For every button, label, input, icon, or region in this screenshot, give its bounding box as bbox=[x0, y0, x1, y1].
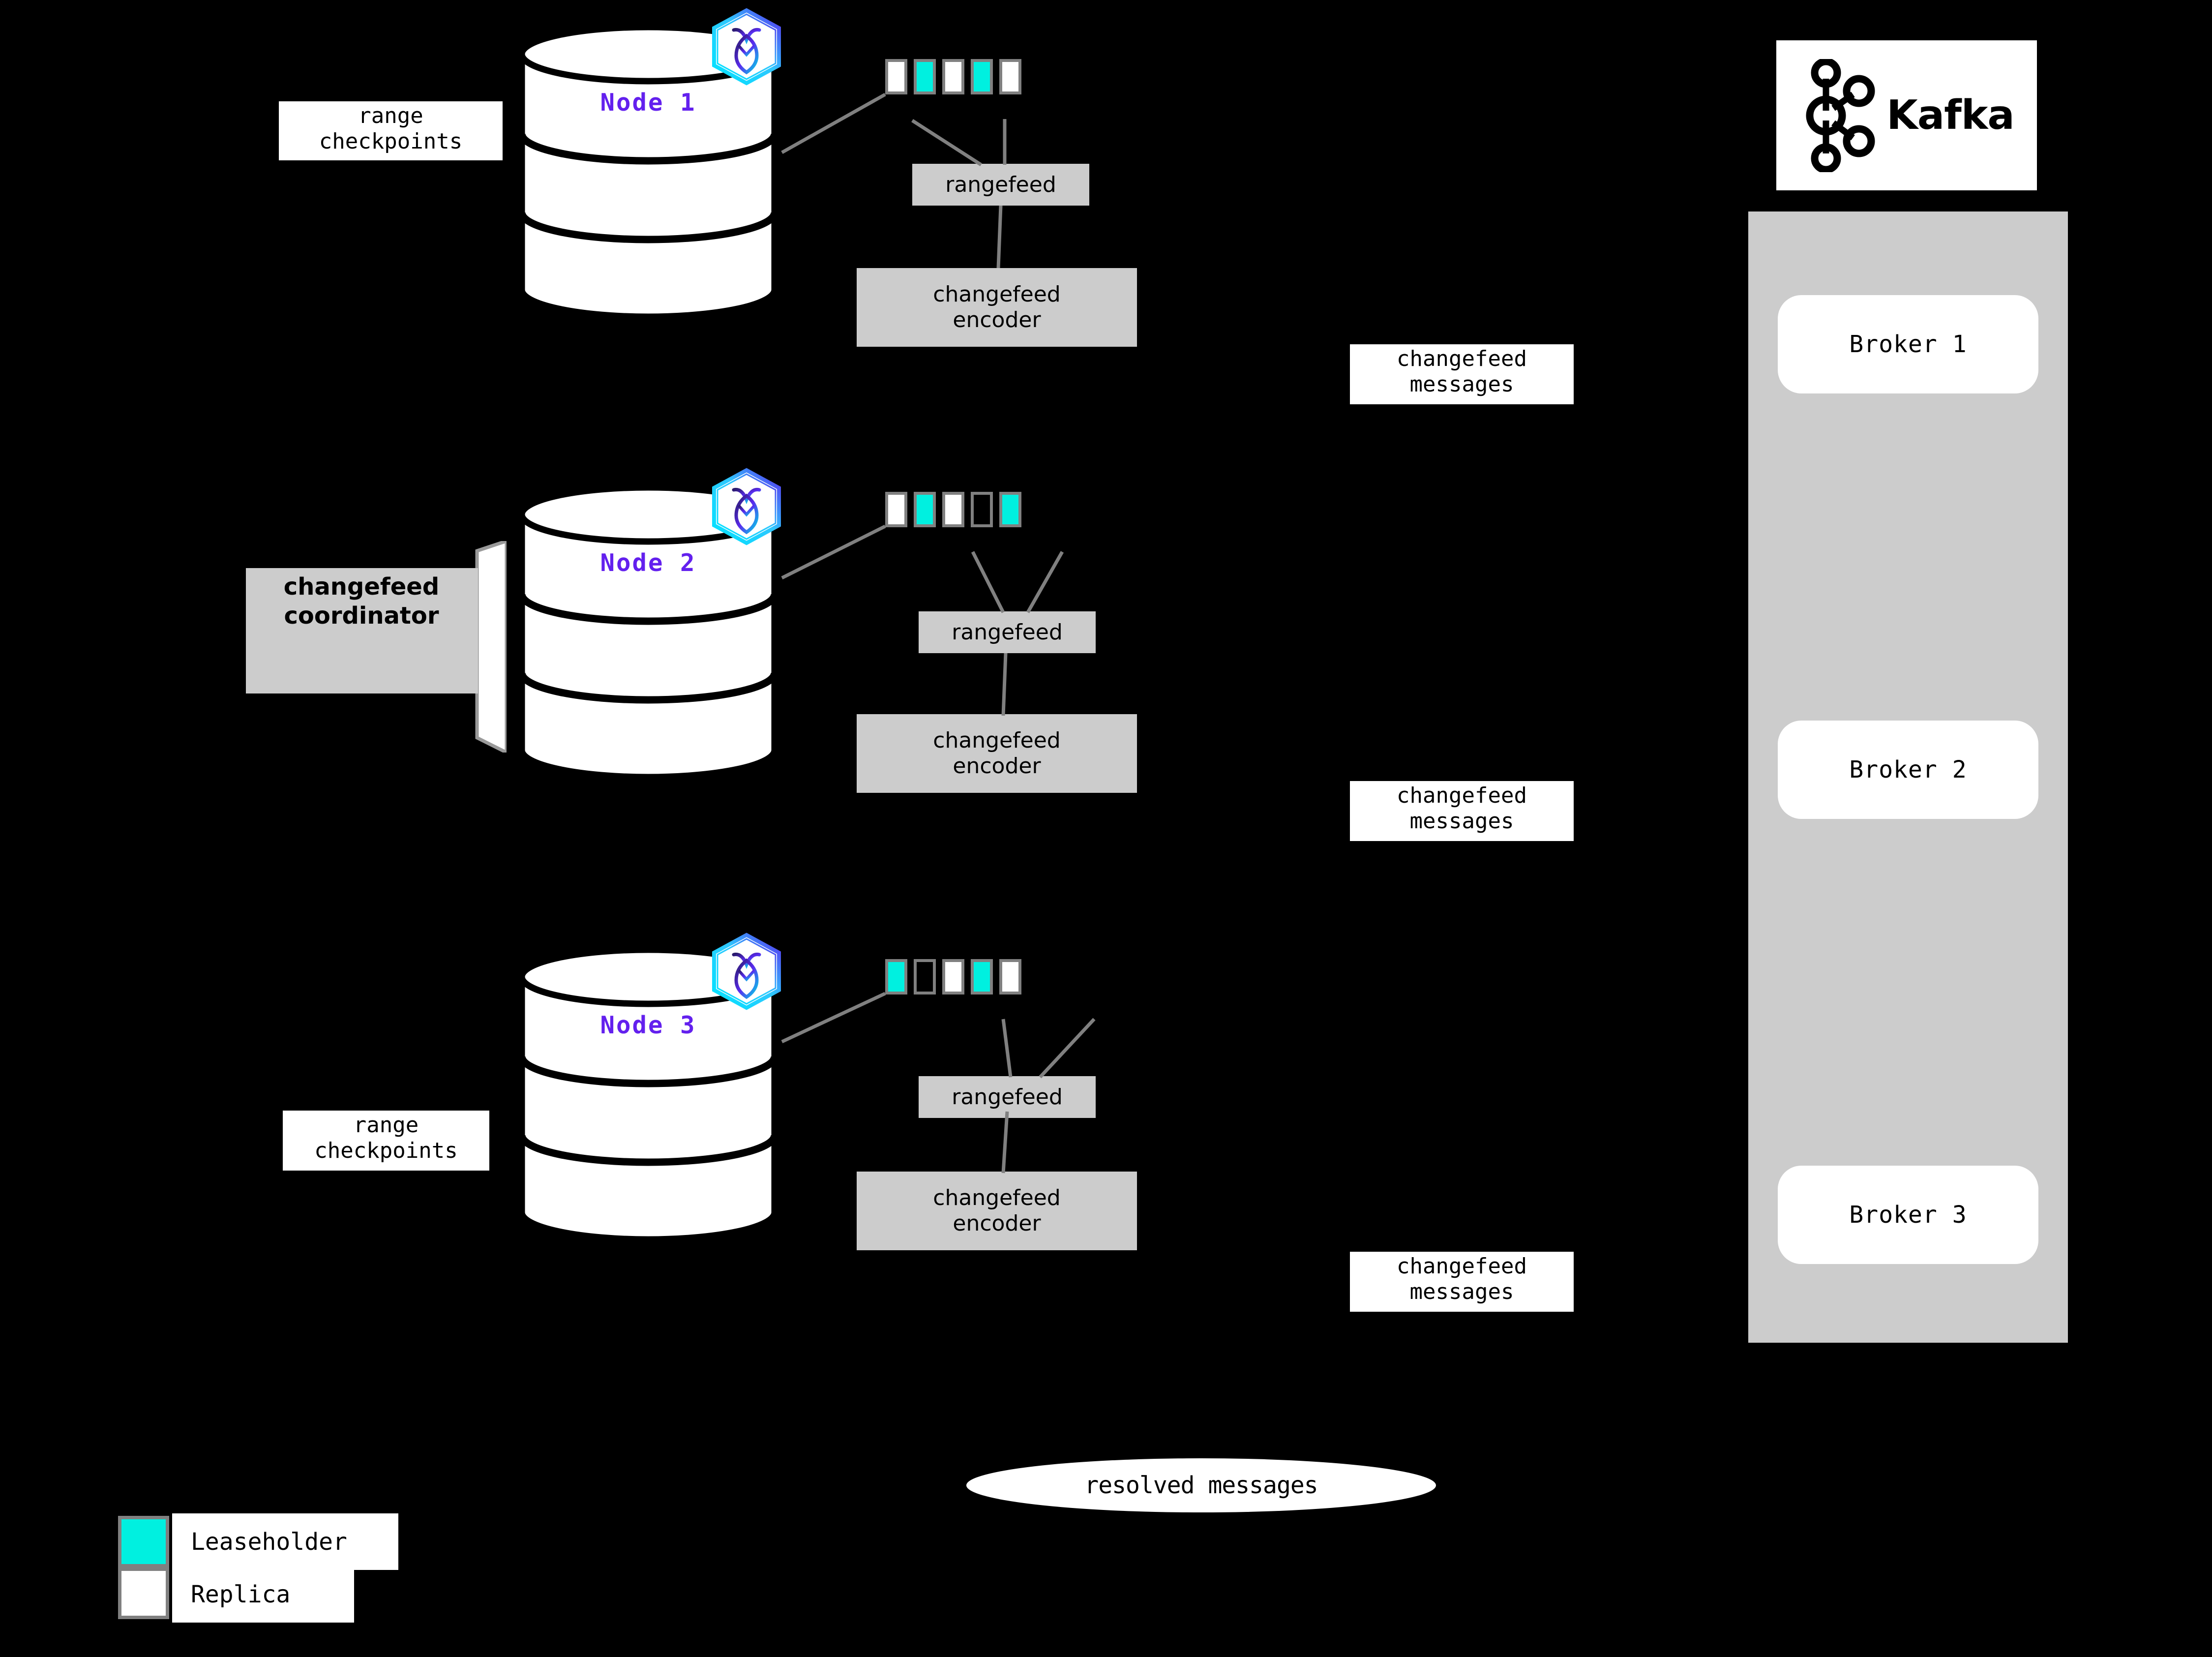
broker-2[interactable]: Broker 2 bbox=[1778, 721, 2038, 819]
node-1-changefeed-messages-label: changefeed messages bbox=[1350, 344, 1574, 404]
range-box-leaseholder[interactable] bbox=[914, 492, 936, 527]
broker-3[interactable]: Broker 3 bbox=[1778, 1166, 2038, 1264]
range-box-leaseholder[interactable] bbox=[914, 59, 936, 94]
changefeed-coordinator-callout[interactable]: changefeed coordinator bbox=[246, 541, 507, 753]
cockroachdb-hexagon-icon bbox=[709, 467, 784, 546]
range-box-empty[interactable] bbox=[914, 959, 936, 994]
node-1-changefeed-encoder-box[interactable]: changefeed encoder bbox=[857, 268, 1137, 347]
range-box-leaseholder[interactable] bbox=[999, 492, 1021, 527]
legend-label-replica: Replica bbox=[172, 1566, 354, 1623]
changefeed-coordinator-label: changefeed coordinator bbox=[283, 573, 440, 630]
broker-1[interactable]: Broker 1 bbox=[1778, 295, 2038, 393]
cockroachdb-hexagon-icon bbox=[709, 7, 784, 86]
node-3-range-checkpoints-label: range checkpoints bbox=[283, 1111, 489, 1171]
range-box-replica[interactable] bbox=[942, 492, 964, 527]
range-box-replica[interactable] bbox=[999, 959, 1021, 994]
node-3-changefeed-messages-label: changefeed messages bbox=[1350, 1252, 1574, 1312]
kafka-logo-box: Kafka bbox=[1776, 40, 2037, 190]
node-2-rangefeed-box[interactable]: rangefeed bbox=[919, 611, 1096, 653]
range-box-leaseholder[interactable] bbox=[971, 59, 993, 94]
range-box-leaseholder[interactable] bbox=[885, 959, 907, 994]
legend: Leaseholder Replica bbox=[118, 1513, 423, 1634]
node-3-range-row bbox=[885, 959, 1021, 994]
range-box-empty[interactable] bbox=[971, 492, 993, 527]
kafka-wordmark: Kafka bbox=[1886, 92, 2014, 139]
node-3-changefeed-encoder-box[interactable]: changefeed encoder bbox=[857, 1172, 1137, 1250]
legend-label-leaseholder: Leaseholder bbox=[172, 1513, 398, 1570]
legend-swatch-replica bbox=[118, 1567, 169, 1619]
node-2-range-row bbox=[885, 492, 1021, 527]
node-1-rangefeed-box[interactable]: rangefeed bbox=[912, 164, 1089, 206]
node-1-range-checkpoints-label: range checkpoints bbox=[279, 101, 503, 160]
node-1-range-row bbox=[885, 59, 1021, 94]
resolved-messages-pill[interactable]: resolved messages bbox=[966, 1458, 1436, 1512]
range-box-replica[interactable] bbox=[885, 492, 907, 527]
kafka-network-icon bbox=[1806, 59, 1875, 172]
range-box-replica[interactable] bbox=[942, 959, 964, 994]
node-2-changefeed-messages-label: changefeed messages bbox=[1350, 781, 1574, 841]
range-box-replica[interactable] bbox=[999, 59, 1021, 94]
range-box-replica[interactable] bbox=[885, 59, 907, 94]
node-3-rangefeed-box[interactable]: rangefeed bbox=[919, 1076, 1096, 1118]
node-2-changefeed-encoder-box[interactable]: changefeed encoder bbox=[857, 714, 1137, 793]
cockroachdb-hexagon-icon bbox=[709, 932, 784, 1011]
range-box-leaseholder[interactable] bbox=[971, 959, 993, 994]
range-box-replica[interactable] bbox=[942, 59, 964, 94]
legend-swatch-leaseholder bbox=[118, 1516, 169, 1567]
